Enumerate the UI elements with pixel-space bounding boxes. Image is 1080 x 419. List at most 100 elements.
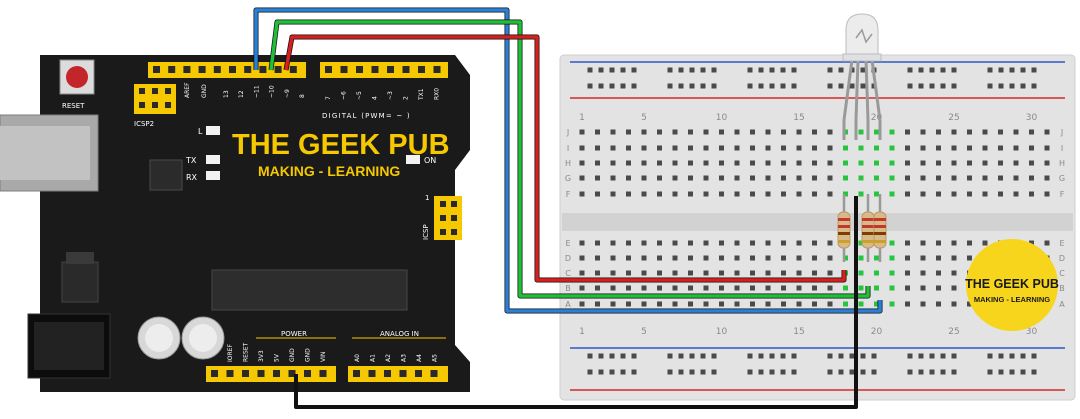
power-pin-label: 3V3 bbox=[258, 350, 265, 362]
breadboard-hole bbox=[889, 160, 895, 166]
header-hole bbox=[168, 66, 176, 73]
breadboard-hole bbox=[951, 160, 957, 166]
breadboard-hole bbox=[827, 240, 833, 246]
breadboard-hole bbox=[769, 83, 775, 89]
breadboard-hole bbox=[689, 369, 695, 375]
breadboard-hole bbox=[967, 145, 972, 151]
header-hole bbox=[273, 370, 280, 377]
breadboard-hole bbox=[641, 270, 647, 276]
header-hole bbox=[430, 370, 438, 377]
breadboard-hole bbox=[610, 145, 616, 151]
breadboard-hole bbox=[998, 145, 1003, 151]
column-number-top: 15 bbox=[793, 113, 804, 123]
breadboard-hole bbox=[700, 369, 706, 375]
breadboard-hole bbox=[750, 285, 755, 291]
led-rx bbox=[206, 171, 220, 180]
resistor bbox=[873, 194, 887, 262]
breadboard-hole bbox=[734, 145, 740, 151]
breadboard-hole bbox=[827, 255, 833, 261]
breadboard-hole bbox=[672, 129, 678, 135]
breadboard-hole bbox=[796, 270, 802, 276]
breadboard-hole bbox=[641, 145, 647, 151]
breadboard-hole bbox=[780, 369, 786, 375]
row-letter: G bbox=[1059, 174, 1065, 183]
breadboard-hole bbox=[703, 240, 709, 246]
led-dome bbox=[845, 13, 879, 55]
breadboard-hole bbox=[889, 301, 895, 307]
breadboard-hole bbox=[626, 301, 631, 307]
breadboard-hole bbox=[579, 191, 585, 197]
breadboard-hole bbox=[579, 240, 585, 246]
digital-pin-label: ~9 bbox=[284, 89, 291, 98]
breadboard-hole bbox=[796, 285, 802, 291]
breadboard-hole bbox=[812, 301, 817, 307]
column-number-bottom: 1 bbox=[579, 327, 585, 337]
led-tx bbox=[206, 155, 220, 164]
badge-circle bbox=[966, 239, 1058, 331]
breadboard-hole bbox=[587, 83, 593, 89]
breadboard-hole bbox=[667, 369, 673, 375]
usb-chip bbox=[149, 159, 183, 191]
breadboard-hole bbox=[688, 270, 693, 276]
row-letter: A bbox=[565, 300, 571, 309]
breadboard-hole bbox=[1029, 240, 1034, 246]
breadboard-hole bbox=[982, 175, 988, 181]
breadboard-hole bbox=[920, 175, 926, 181]
breadboard-hole bbox=[781, 240, 786, 246]
breadboard-hole bbox=[758, 369, 764, 375]
breadboard-hole bbox=[631, 369, 637, 375]
breadboard-hole bbox=[657, 191, 662, 197]
digital-header-holes bbox=[153, 66, 441, 73]
breadboard-hole bbox=[657, 301, 662, 307]
breadboard-hole bbox=[1044, 129, 1050, 135]
breadboard-hole bbox=[641, 301, 647, 307]
breadboard-hole bbox=[951, 270, 957, 276]
icsp2-pins bbox=[139, 88, 171, 108]
breadboard-hole bbox=[672, 240, 678, 246]
header-hole bbox=[244, 66, 252, 73]
led-on bbox=[406, 155, 420, 164]
breadboard-hole bbox=[936, 160, 941, 166]
breadboard-hole bbox=[672, 255, 678, 261]
breadboard-hole bbox=[871, 353, 877, 359]
breadboard-hole bbox=[750, 191, 755, 197]
breadboard-hole bbox=[672, 270, 678, 276]
breadboard-hole bbox=[929, 67, 935, 73]
breadboard-hole bbox=[1029, 145, 1034, 151]
breadboard-hole bbox=[987, 67, 993, 73]
breadboard-hole bbox=[796, 160, 802, 166]
breadboard-hole bbox=[951, 255, 957, 261]
row-letter: B bbox=[1059, 284, 1065, 293]
breadboard-hole bbox=[620, 353, 626, 359]
breadboard-hole bbox=[796, 129, 802, 135]
breadboard-hole bbox=[967, 255, 972, 261]
breadboard-hole bbox=[1009, 83, 1015, 89]
breadboard-hole bbox=[769, 353, 775, 359]
breadboard-hole bbox=[951, 285, 957, 291]
breadboard-hole bbox=[719, 145, 724, 151]
analog-pin-label: A3 bbox=[401, 354, 408, 362]
breadboard-hole bbox=[711, 83, 717, 89]
breadboard-hole bbox=[758, 67, 764, 73]
breadboard-hole bbox=[987, 353, 993, 359]
breadboard-hole bbox=[920, 270, 926, 276]
breadboard-hole bbox=[620, 369, 626, 375]
breadboard-hole bbox=[595, 160, 600, 166]
breadboard-hole bbox=[889, 240, 895, 246]
wire-black bbox=[294, 196, 858, 409]
breadboard-hole bbox=[626, 255, 631, 261]
breadboard-hole bbox=[780, 353, 786, 359]
breadboard-hole bbox=[998, 369, 1004, 375]
header-hole bbox=[259, 66, 267, 73]
breadboard-hole bbox=[765, 145, 771, 151]
board-brand-sub: MAKING - LEARNING bbox=[258, 163, 400, 179]
power-jack-inner bbox=[34, 322, 104, 370]
microcontroller-chip bbox=[211, 269, 408, 311]
badge-sub: MAKING - LEARNING bbox=[974, 295, 1050, 304]
breadboard-hole bbox=[747, 353, 753, 359]
row-letter: C bbox=[1059, 269, 1065, 278]
breadboard-hole bbox=[1031, 369, 1037, 375]
row-letter: B bbox=[565, 284, 571, 293]
wire-blue bbox=[254, 8, 882, 313]
